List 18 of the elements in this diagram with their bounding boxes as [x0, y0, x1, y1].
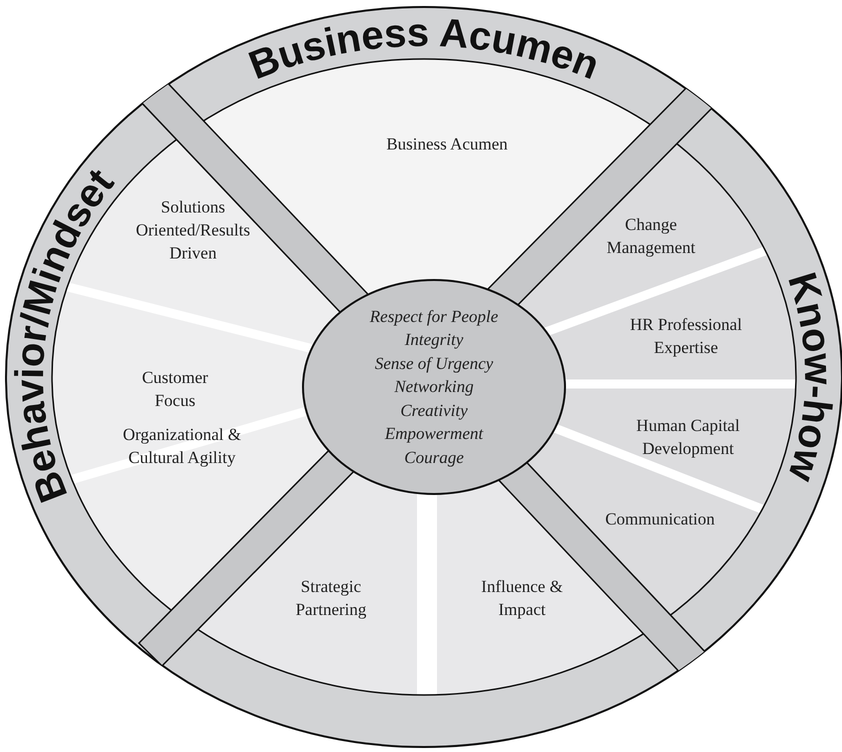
segment-label: Solutions Oriented/Results Driven — [134, 196, 252, 264]
segment-label: Human Capital Development — [635, 415, 741, 460]
segment-label: Communication — [605, 508, 715, 530]
segment-label: Strategic Partnering — [294, 576, 368, 621]
segment-label: Change Management — [606, 214, 696, 259]
segment-label: Organizational & Cultural Agility — [122, 424, 242, 469]
value-text: Respect for People — [370, 306, 498, 328]
value-text: Integrity — [404, 329, 464, 352]
value-text: Creativity — [400, 400, 468, 422]
value-text: Courage — [404, 446, 464, 469]
segment-label: Business Acumen — [386, 134, 508, 156]
segment-label: Influence & Impact — [480, 576, 564, 621]
value-text: Sense of Urgency — [374, 352, 494, 375]
segment-label: Customer Focus — [140, 367, 210, 412]
value-text: Networking — [394, 376, 474, 398]
ring-heading: Business Acumen — [243, 10, 605, 88]
segment-label: HR Professional Expertise — [629, 314, 743, 359]
value-text: Empowerment — [384, 423, 484, 446]
